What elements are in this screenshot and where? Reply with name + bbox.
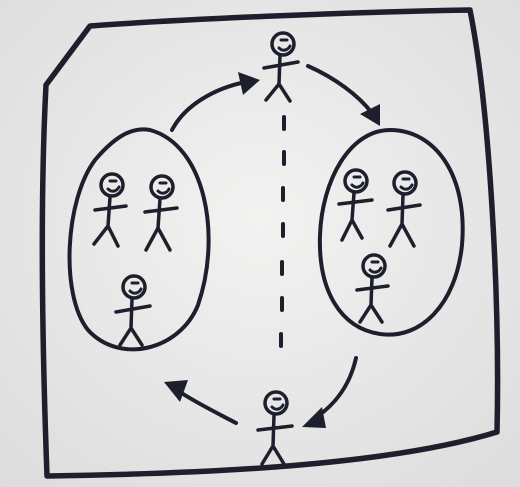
diagram-canvas: [0, 0, 520, 487]
hand-drawn-diagram: [0, 0, 520, 487]
paper-background: [0, 0, 520, 487]
